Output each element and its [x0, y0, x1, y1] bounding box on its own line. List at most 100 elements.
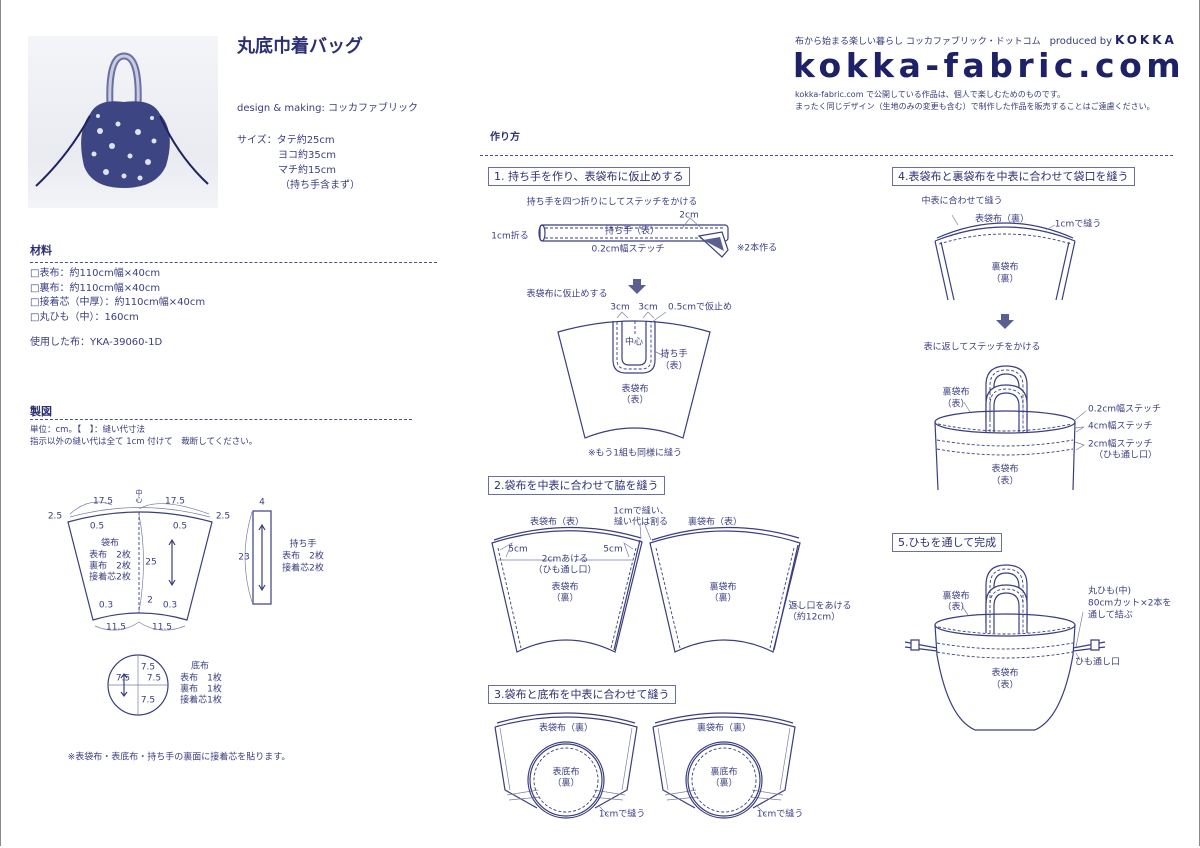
- cut-count: 接着芯1枚: [180, 695, 222, 706]
- turn-note: 表に返してステッチをかける: [923, 342, 1041, 353]
- kokka-fabric-logo[interactable]: kokka-fabric.com: [793, 46, 1186, 85]
- materials-heading: 材料: [30, 244, 52, 257]
- piece-label: 表袋布: [991, 668, 1019, 679]
- dim-edge-left: 2.5: [47, 511, 63, 522]
- dim-edge-right: 2.5: [215, 511, 231, 522]
- down-arrow-icon: [628, 279, 646, 294]
- piece-label: （表）: [991, 680, 1019, 691]
- note-label: 中表に合わせて縫う: [921, 196, 1003, 207]
- return-opening-label: （約12cm）: [787, 612, 841, 623]
- step3-outer-drawing: [494, 712, 638, 819]
- material-item: □裏布：約110cm幅×40cm: [30, 282, 161, 294]
- stitch-label: 0.2cm幅ステッチ: [1088, 404, 1162, 415]
- sew-label: 1cmで縫う: [598, 809, 646, 820]
- down-arrow-icon: [996, 314, 1014, 329]
- piece-label: （裏）: [710, 778, 738, 789]
- fold-label: 1cm折る: [491, 231, 529, 242]
- opening-label: 2cmあける: [541, 554, 589, 565]
- cut-count: 接着芯2枚: [282, 563, 324, 574]
- materials-list: □表布：約110cm幅×40cm □裏布：約110cm幅×40cm □接着芯（中…: [30, 267, 205, 325]
- handle-width: 4: [259, 497, 265, 508]
- step1-title: 1. 持ち手を作り、表袋布に仮止めする: [488, 167, 690, 186]
- stitch-label: （ひも通し口）: [1094, 450, 1158, 461]
- handle-pattern-piece: [244, 510, 272, 605]
- piece-label: 裏底布: [710, 767, 738, 778]
- seam-label: 縫い代は割る: [613, 517, 669, 528]
- dim-bottom-center: 2: [147, 595, 153, 606]
- seam-label: 1cmで縫い、: [613, 506, 669, 517]
- stitch-label: 0.2cm幅ステッチ: [591, 244, 665, 255]
- tagline: 布から始まる楽しい暮らし コッカファブリック・ドットコム produced by…: [795, 33, 1177, 47]
- step3-lining-drawing: [652, 712, 796, 819]
- fold-note: 持ち手を四つ折りにしてステッチをかける: [526, 197, 698, 208]
- opening-label: （ひも通し口）: [533, 565, 597, 576]
- howto-heading: 作り方: [490, 132, 520, 143]
- step1-strap-drawing: [538, 217, 729, 258]
- radius-bottom: 7.5: [140, 695, 156, 706]
- width-label: 2cm: [679, 210, 699, 221]
- step5-title: 5.ひもを通して完成: [892, 533, 1003, 552]
- size-width: ヨコ約35cm: [278, 150, 336, 161]
- page-title: 丸底巾着バッグ: [237, 36, 363, 57]
- sew-label: 1cmで縫う: [756, 809, 804, 820]
- handle-label: 持ち手: [660, 349, 688, 360]
- material-item: □接着芯（中厚）：約110cm幅×40cm: [30, 297, 206, 308]
- cut-count: 裏布 1枚: [180, 684, 222, 695]
- step1-piece-drawing: [557, 311, 711, 439]
- step4-bag-drawing: [934, 365, 1087, 491]
- cord-label: 80cmカット×2本を: [1088, 598, 1172, 609]
- product-photo: [28, 36, 218, 208]
- piece-label: （裏）: [551, 593, 579, 604]
- unit-note: 単位：cm。【 】：縫い代寸法: [30, 425, 145, 435]
- piece-label: 裏袋布: [942, 591, 970, 602]
- offset-label: 3cm: [638, 302, 658, 313]
- handle-label: （表）: [660, 361, 688, 372]
- piece-label: 表袋布（裏）: [538, 723, 594, 734]
- dim-bottom-dip-right: 0.3: [162, 600, 178, 611]
- size-gusset: マチ約15cm: [278, 165, 336, 176]
- dim-label: 5cm: [603, 544, 623, 555]
- step5-bag-drawing: [904, 564, 1106, 731]
- material-item: □表布：約110cm幅×40cm: [30, 268, 161, 279]
- dim-dip-left: 0.5: [89, 521, 105, 532]
- opening-label: ひも通し口: [1075, 657, 1121, 668]
- divider: [30, 419, 412, 420]
- piece-label: （表）: [942, 399, 970, 410]
- piece-label: （裏）: [991, 274, 1019, 285]
- divider: [30, 262, 437, 263]
- produced-by: produced by: [1049, 36, 1113, 47]
- strap-label: 持ち手（表）: [604, 226, 660, 237]
- material-item: □丸ひも（中）：160cm: [30, 311, 139, 323]
- lining-label: 裏袋布（表）: [687, 517, 743, 528]
- cord-label: 丸ひも(中): [1088, 586, 1132, 597]
- radius-right: 7.5: [146, 673, 162, 684]
- piece-label: 裏袋布: [942, 387, 970, 398]
- pattern-heading: 製図: [30, 405, 52, 418]
- piece-label: （裏）: [709, 593, 737, 604]
- piece-label: （裏）: [552, 778, 580, 789]
- step4-title: 4.表袋布と裏袋布を中表に合わせて袋口を縫う: [892, 167, 1135, 186]
- piece-name: 袋布: [100, 538, 120, 549]
- baste-label: 0.5cmで仮止め: [667, 302, 733, 313]
- credit: design & making: コッカファブリック: [237, 103, 419, 114]
- piece-label: （表）: [991, 476, 1019, 487]
- cut-count: 表布 2枚: [282, 551, 324, 562]
- size-note: （持ち手含まず）: [280, 180, 360, 191]
- step2-lining-piece: [639, 524, 801, 653]
- piece-label: （表）: [942, 602, 970, 613]
- make-two-note: ※2本作る: [736, 243, 778, 254]
- radius-left: 7.5: [115, 673, 131, 684]
- dim-label: 5cm: [508, 544, 528, 555]
- piece-label: 表袋布: [991, 464, 1019, 475]
- stitch-label: 4cm幅ステッチ: [1088, 421, 1153, 432]
- notice-line: まったく同じデザイン（生地のみの変更も含む）で制作した作品を販売することはご遠慮…: [795, 102, 1155, 111]
- dim-top-right: 17.5: [164, 496, 186, 507]
- bottom-pattern-piece: [107, 654, 169, 716]
- handle-name: 持ち手: [289, 539, 317, 550]
- brand-kokka: KOKKA: [1114, 33, 1177, 47]
- usage-notice: kokka-fabric.com で公開している作品は、個人で楽しむためのもので…: [795, 89, 1155, 113]
- dim-bottom-right: 11.5: [151, 622, 173, 633]
- offset-label: 3cm: [610, 302, 630, 313]
- bottom-name: 底布: [190, 661, 210, 672]
